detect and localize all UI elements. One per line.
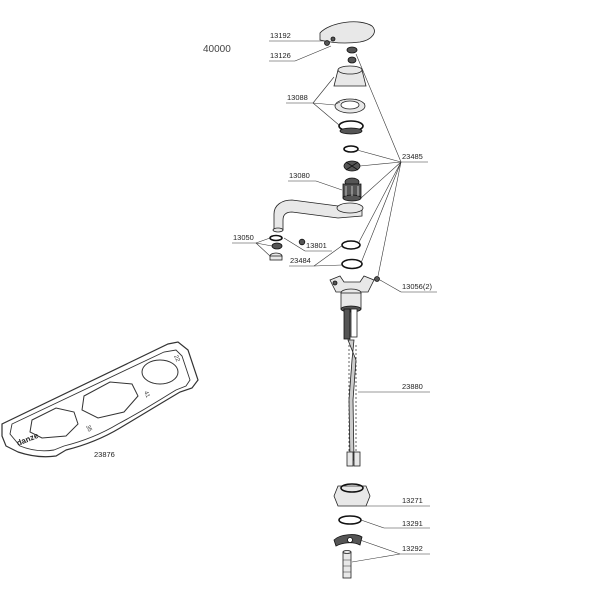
cartridge-part <box>342 177 362 202</box>
callout-13080: 13080 <box>289 171 310 180</box>
callout-13192: 13192 <box>270 31 291 40</box>
valve-body-part <box>329 275 380 313</box>
gasket-part <box>338 515 362 525</box>
spout-part <box>272 199 364 233</box>
leader-lines-23485 <box>355 53 402 277</box>
bonnet-nut-part <box>334 98 366 114</box>
mounting-bracket-part <box>333 534 363 547</box>
cap-part <box>333 56 367 87</box>
retainer-ring-part <box>338 120 364 135</box>
spout-o-rings <box>341 240 363 270</box>
wrench-size-41: 41 <box>142 390 150 399</box>
callout-23485: 23485 <box>402 152 423 161</box>
supply-hoses-part <box>343 308 361 467</box>
model-number: 40000 <box>203 44 231 55</box>
wrench-size-22: 22 <box>172 354 180 363</box>
callout-13056: 13056(2) <box>402 282 433 291</box>
wrench-tool <box>1 341 199 458</box>
callout-13801: 13801 <box>306 241 327 250</box>
set-screw-part <box>324 36 336 46</box>
callout-13088: 13088 <box>287 93 308 102</box>
callout-23880: 23880 <box>402 382 423 391</box>
handle-part <box>319 21 375 54</box>
callout-23484: 23484 <box>290 256 311 265</box>
mounting-stud-part <box>342 550 352 579</box>
wrench-opening-small <box>141 359 179 385</box>
aerator-part <box>269 234 306 261</box>
gear-part <box>343 160 361 172</box>
callout-13291: 13291 <box>402 519 423 528</box>
callout-13271: 13271 <box>402 496 423 505</box>
wrench-size-35: 35 <box>84 424 92 433</box>
wrench-opening-hex-large <box>81 381 139 419</box>
callout-13126: 13126 <box>270 51 291 60</box>
callout-13292: 13292 <box>402 544 423 553</box>
o-ring-upper <box>343 145 359 153</box>
callout-23876: 23876 <box>94 450 115 459</box>
callout-13050: 13050 <box>233 233 254 242</box>
wrench-opening-hex-small <box>29 407 79 439</box>
mounting-washer-part <box>333 483 371 507</box>
